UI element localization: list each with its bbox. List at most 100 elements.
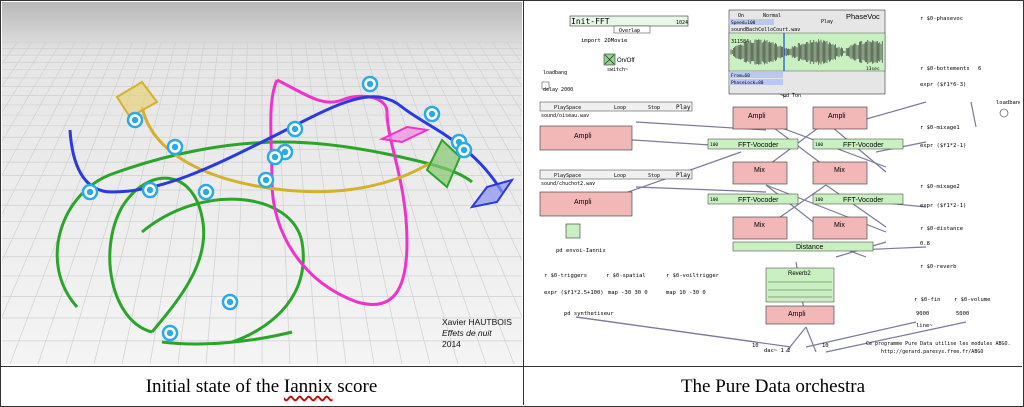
cursor-dot — [292, 126, 298, 132]
cursor-dot — [167, 330, 173, 336]
cursor-dot — [172, 144, 178, 150]
ampli-1-label: Ampli — [574, 133, 592, 140]
r-reverb: r $0-reverb — [920, 264, 956, 270]
vocoder-4-amount: 100 — [815, 197, 823, 203]
caption-right: The Pure Data orchestra — [524, 372, 1022, 402]
caption-left-word: Iannix — [284, 376, 333, 397]
sample-count: 311584 — [731, 39, 749, 45]
phasevoc-normal[interactable]: Normal — [763, 13, 781, 19]
phasevoc-play[interactable]: Play — [821, 19, 833, 25]
expr-triggers: expr ($f1*2.5+100) — [544, 290, 604, 296]
expr-bottements: expr ($f1*6-3) — [920, 82, 966, 88]
fin-value[interactable]: 9000 — [916, 311, 929, 317]
sound-file-2: sound/chuchot2.wav — [541, 181, 595, 187]
switch-object: switch~ — [607, 67, 628, 73]
mix-3-label: Mix — [754, 222, 765, 229]
caption-left-suffix: score — [332, 376, 377, 397]
r-distance: r $0-distance — [920, 226, 963, 232]
from-slider[interactable]: From=60 — [731, 73, 750, 79]
distance-value[interactable]: 0.8 — [920, 241, 930, 247]
playspace-1[interactable]: PlaySpace — [554, 105, 581, 111]
pd-patch-canvas: Init-FFT 1024 Overlap import 2DMovie Pha… — [526, 2, 1020, 364]
credit-title: Effets de nuit — [442, 328, 492, 338]
expr-mixage1: expr ($f1*2-1) — [920, 143, 966, 149]
import-movie[interactable]: import 2DMovie — [581, 38, 627, 44]
phasevoc-file: soundBachCelloCourt.wav — [731, 27, 800, 33]
onoff-label: On/Off — [617, 58, 635, 64]
abgo-url[interactable]: http://gerard.paresys.free.fr/ABGO — [881, 349, 983, 355]
map-voiltrigger: map 10 -30 0 — [666, 290, 706, 296]
number-6[interactable]: 6 — [978, 66, 981, 72]
dac-object: dac~ 1 2 — [764, 348, 791, 354]
r-mixage2: r $0-mixage2 — [920, 184, 960, 190]
dac-right-volume[interactable]: 10 — [822, 343, 829, 349]
vocoder-1-amount: 100 — [710, 142, 718, 148]
credit-name: Xavier HAUTBOIS — [442, 317, 512, 327]
delay-object: delay 2000 — [543, 87, 573, 93]
r-voiltrigger: r $0-voiltrigger — [666, 273, 720, 279]
vocoder-3-label: FFT-Vocoder — [738, 197, 779, 204]
vocoder-3-amount: 100 — [710, 197, 718, 203]
mix-2-label: Mix — [834, 167, 845, 174]
overlap-label: Overlap — [619, 28, 640, 34]
envoi-bang[interactable] — [566, 224, 580, 238]
ampli-2-label: Ampli — [574, 199, 592, 206]
column-divider — [523, 0, 524, 405]
r-phasevoc: r $0-phasevoc — [920, 16, 963, 22]
cursor-dot — [87, 189, 93, 195]
ampli-master-label: Ampli — [788, 311, 806, 318]
cursor-dot — [461, 147, 467, 153]
expr-mixage2: expr ($f1*2-1) — [920, 203, 966, 209]
dac-left-volume[interactable]: 10 — [752, 343, 759, 349]
r-volume: r $0-volume — [954, 297, 990, 303]
cursor-dot — [263, 177, 269, 183]
credit-year: 2014 — [442, 339, 461, 349]
r-bottements: r $0-bottements — [920, 66, 970, 72]
loop-2[interactable]: Loop — [614, 173, 626, 179]
pd-envoi-iannix: pd envoi-Iannix — [556, 248, 606, 254]
duration: 13sec — [866, 66, 880, 72]
r-spatial: r $0-spatial — [606, 273, 646, 279]
waveform — [731, 39, 882, 65]
play-1[interactable]: Play — [676, 104, 691, 111]
playspace-2[interactable]: PlaySpace — [554, 173, 581, 179]
play-2[interactable]: Play — [676, 172, 691, 179]
caption-left: Initial state of the Iannix score — [0, 372, 523, 402]
cursor-dot — [132, 117, 138, 123]
pd-synthetiseur: pd synthetiseur — [564, 311, 614, 317]
phasevoc-on[interactable]: On — [738, 13, 744, 19]
mix-1-label: Mix — [754, 167, 765, 174]
cursor-dot — [272, 154, 278, 160]
iannix-score-canvas: Xavier HAUTBOIS Effets de nuit 2014 — [2, 2, 522, 364]
caption-divider — [0, 366, 1022, 367]
volume-value[interactable]: 5000 — [956, 311, 969, 317]
line-object: line~ — [916, 323, 933, 329]
r-fin: r $0-fin — [914, 297, 941, 303]
cursor-dot — [227, 299, 233, 305]
cursor-dot — [147, 187, 153, 193]
loadbang-2: loadbang — [996, 100, 1020, 106]
pure-data-panel: Init-FFT 1024 Overlap import 2DMovie Pha… — [526, 2, 1020, 364]
ampli-3-label: Ampli — [748, 113, 766, 120]
iannix-score-panel: Xavier HAUTBOIS Effets de nuit 2014 — [2, 2, 522, 364]
init-fft-label[interactable]: Init-FFT — [571, 17, 610, 26]
map-spatial: map -30 30 0 — [608, 290, 648, 296]
r-triggers: r $0-triggers — [544, 273, 587, 279]
sound-file-1: sound/oiseau.wav — [541, 113, 589, 119]
ampli-4-label: Ampli — [828, 113, 846, 120]
fft-size: 1024 — [676, 20, 688, 26]
phaselock-slider[interactable]: PhaseLock=80 — [731, 80, 764, 86]
distance-label: Distance — [796, 244, 823, 251]
stop-1[interactable]: Stop — [648, 105, 660, 111]
cursor-dot — [429, 111, 435, 117]
abgo-credit: Ce programme Pure Data utilise les modul… — [866, 341, 1011, 347]
vocoder-1-label: FFT-Vocoder — [738, 142, 779, 149]
stop-2[interactable]: Stop — [648, 173, 660, 179]
loadbang-1: loadbang — [543, 70, 567, 76]
mix-4-label: Mix — [834, 222, 845, 229]
reverb-label: Reverb2 — [788, 271, 811, 277]
cursor-dot — [203, 189, 209, 195]
loop-1[interactable]: Loop — [614, 105, 626, 111]
r-mixage1: r $0-mixage1 — [920, 125, 960, 131]
speed[interactable]: Speed=100 — [731, 20, 756, 26]
